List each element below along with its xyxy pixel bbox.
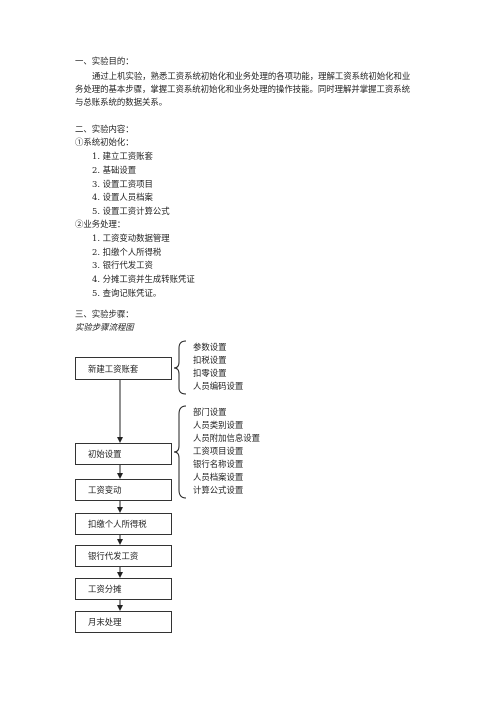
- section3-heading: 三、实验步骤：: [75, 309, 134, 319]
- group1-item-5: 5. 设置工资计算公式: [92, 206, 170, 216]
- brace2-item-5: 银行名称设置: [193, 459, 244, 469]
- section2-heading: 二、实验内容：: [75, 124, 134, 134]
- flow-box-salary-change: 工资变动: [75, 479, 172, 501]
- group1-item-4: 4. 设置人员档案: [92, 192, 153, 202]
- flow-box-bank-payroll: 银行代发工资: [75, 545, 172, 567]
- brace1-item-3: 扣零设置: [193, 368, 227, 378]
- brace-2-icon: [173, 405, 187, 499]
- brace2-item-4: 工资项目设置: [193, 446, 244, 456]
- group1-item-2: 2. 基础设置: [92, 165, 137, 175]
- brace1-item-2: 扣税设置: [193, 355, 227, 365]
- brace2-item-1: 部门设置: [193, 407, 227, 417]
- group1-item-3: 3. 设置工资项目: [92, 179, 153, 189]
- brace2-item-6: 人员档案设置: [193, 472, 244, 482]
- brace1-item-4: 人员编码设置: [193, 381, 244, 391]
- flow-box-tax-withholding: 扣缴个人所得税: [75, 513, 172, 535]
- group2-item-2: 2. 扣缴个人所得税: [92, 247, 162, 257]
- section1-line-3: 与总账系统的数据关系。: [75, 97, 168, 107]
- brace-1-icon: [173, 340, 187, 395]
- section1-body: 通过上机实验，熟悉工资系统初始化和业务处理的各项功能，理解工资系统初始化和业 务…: [75, 70, 427, 109]
- group2-title: ②业务处理：: [75, 219, 126, 229]
- brace2-item-2: 人员类别设置: [193, 420, 244, 430]
- brace1-item-1: 参数设置: [193, 342, 227, 352]
- group1-item-1: 1. 建立工资账套: [92, 151, 153, 161]
- group2-item-4: 4. 分摊工资并生成转账凭证: [92, 274, 195, 284]
- group2-item-5: 5. 查询记账凭证。: [92, 288, 162, 298]
- section1-line-2: 务处理的基本步骤，掌握工资系统初始化和业务处理的操作技能。同时理解并掌握工资系统: [75, 84, 410, 94]
- group2-item-1: 1. 工资变动数据管理: [92, 233, 170, 243]
- brace2-item-3: 人员附加信息设置: [193, 433, 260, 443]
- flow-box-salary-allocation: 工资分摊: [75, 578, 172, 600]
- section1-heading: 一、实验目的：: [75, 56, 134, 66]
- flow-box-new-account: 新建工资账套: [75, 357, 172, 380]
- flow-title: 实验步骤流程图: [75, 322, 134, 332]
- flow-box-initial-setup: 初始设置: [75, 443, 172, 465]
- flow-box-month-end: 月末处理: [75, 611, 172, 633]
- group2-item-3: 3. 银行代发工资: [92, 260, 153, 270]
- brace2-item-7: 计算公式设置: [193, 485, 244, 495]
- group1-title: ①系统初始化：: [75, 137, 134, 147]
- section1-line-1: 通过上机实验，熟悉工资系统初始化和业务处理的各项功能，理解工资系统初始化和业: [92, 71, 411, 81]
